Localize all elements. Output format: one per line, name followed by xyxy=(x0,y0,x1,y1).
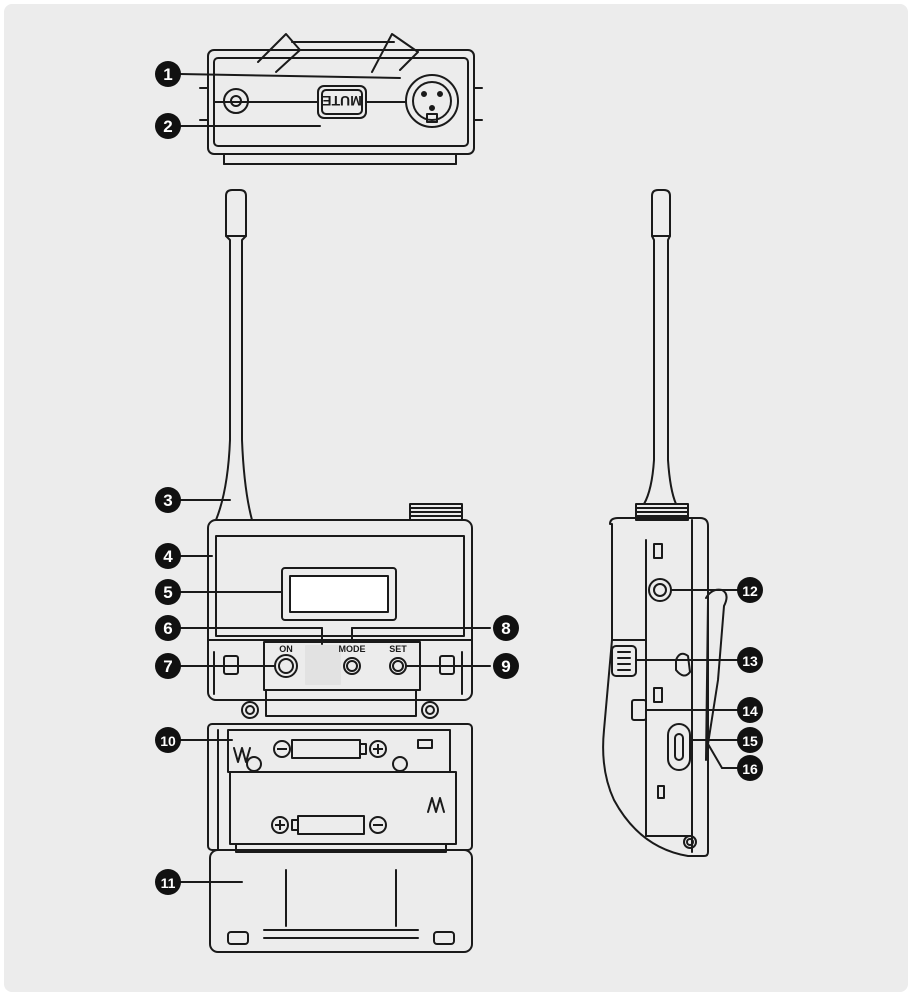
callout-number: 8 xyxy=(501,619,510,638)
callout-number: 11 xyxy=(161,875,176,891)
callout-number: 7 xyxy=(163,657,172,676)
battery-lid xyxy=(209,849,473,953)
mute-button[interactable] xyxy=(317,85,367,119)
callout-8: 8 xyxy=(493,615,519,641)
callout-3: 3 xyxy=(155,487,181,513)
callout-number: 16 xyxy=(742,761,758,777)
antenna xyxy=(215,189,253,521)
minus-icon xyxy=(369,816,387,834)
mic-input-icon xyxy=(405,74,459,128)
callout-11: 11 xyxy=(155,869,181,895)
callout-number: 5 xyxy=(163,583,172,602)
callout-1: 1 xyxy=(155,61,181,87)
antenna-jack-icon xyxy=(223,88,249,114)
callout-6: 6 xyxy=(155,615,181,641)
callout-number: 12 xyxy=(742,583,758,599)
front-housing xyxy=(207,519,473,701)
callout-number: 6 xyxy=(163,619,172,638)
callout-number: 10 xyxy=(160,733,176,749)
usb-c-port xyxy=(667,723,691,771)
callout-number: 13 xyxy=(742,653,758,669)
callout-15: 15 xyxy=(737,727,763,753)
callout-5: 5 xyxy=(155,579,181,605)
callout-9: 9 xyxy=(493,653,519,679)
set-label: SET xyxy=(389,644,407,654)
plus-icon xyxy=(369,740,387,758)
mute-label: MUTE xyxy=(322,93,362,109)
callout-12: 12 xyxy=(737,577,763,603)
mode-button[interactable] xyxy=(343,657,361,675)
top-view xyxy=(179,33,483,165)
side-housing xyxy=(602,517,709,857)
callout-7: 7 xyxy=(155,653,181,679)
callout-number: 15 xyxy=(742,733,758,749)
callout-13: 13 xyxy=(737,647,763,673)
on-label: ON xyxy=(279,644,293,654)
callout-number: 4 xyxy=(163,547,173,566)
side-view xyxy=(602,189,743,857)
ir-sensor xyxy=(305,645,341,685)
plus-icon xyxy=(271,816,289,834)
callout-14: 14 xyxy=(737,697,763,723)
callout-number: 1 xyxy=(163,65,172,84)
callout-2: 2 xyxy=(155,113,181,139)
lcd-display xyxy=(281,567,397,621)
front-view xyxy=(179,189,491,953)
callout-number: 14 xyxy=(742,703,758,719)
mode-label: MODE xyxy=(339,644,366,654)
callout-16: 16 xyxy=(737,755,763,781)
minus-icon xyxy=(273,740,291,758)
callout-10: 10 xyxy=(155,727,181,753)
callout-number: 9 xyxy=(501,657,510,676)
callout-number: 2 xyxy=(163,117,172,136)
callout-number: 3 xyxy=(163,491,172,510)
callout-4: 4 xyxy=(155,543,181,569)
side-antenna xyxy=(643,189,677,505)
